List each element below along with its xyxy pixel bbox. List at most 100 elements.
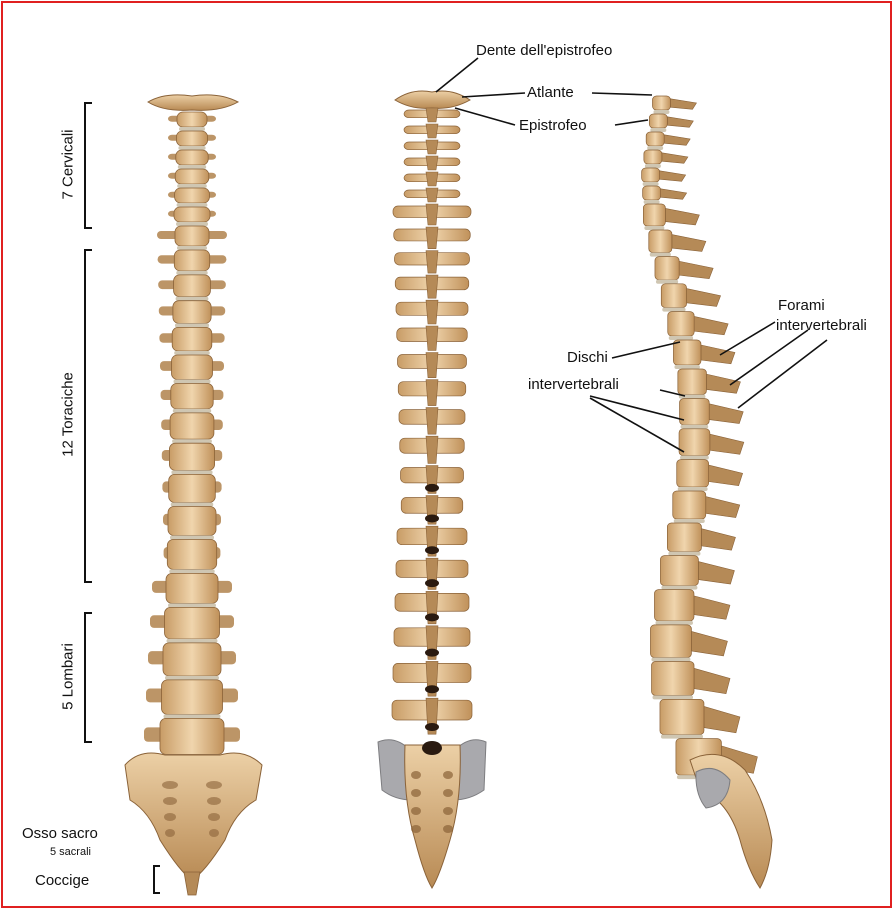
sacral-canal <box>422 741 442 755</box>
vertebral-body <box>169 474 216 502</box>
sacral-foramen <box>411 789 421 797</box>
vertebral-body <box>667 523 701 552</box>
intervertebral-disc <box>176 297 209 301</box>
spinous-process <box>660 171 686 182</box>
spinous-process <box>426 300 438 324</box>
discs-label-line2: intervertebrali <box>528 376 619 393</box>
spinous-process <box>694 316 728 334</box>
intervertebral-disc <box>170 536 214 540</box>
sacrum-sublabel: 5 sacrali <box>50 846 91 859</box>
intervertebral-disc <box>655 621 693 625</box>
axis-leader-left <box>455 108 515 125</box>
axis-label: Epistrofeo <box>519 117 587 134</box>
sacral-foramen <box>443 825 453 833</box>
intervertebral-disc <box>643 182 659 186</box>
intervertebral-disc <box>662 308 685 312</box>
intervertebral-disc <box>674 519 705 523</box>
vertebral-body <box>680 399 710 425</box>
vertebral-body <box>649 230 672 253</box>
vertebral-body <box>174 207 210 222</box>
sacral-foramen <box>411 825 421 833</box>
intervertebral-disc <box>669 336 693 340</box>
intervertebral-disc <box>650 253 671 257</box>
intervertebral-disc <box>167 639 218 643</box>
intervertebral-disc <box>171 503 214 507</box>
vertebral-body <box>660 699 704 734</box>
intervertebral-disc <box>651 658 690 662</box>
spinous-process <box>694 596 730 619</box>
vertebral-body <box>175 169 209 184</box>
spinous-process <box>426 275 438 298</box>
dens-leader <box>436 58 478 92</box>
spinous-process <box>698 562 734 585</box>
vertebral-body <box>642 168 660 182</box>
vertebral-body <box>652 662 695 696</box>
vertebral-body <box>678 369 707 395</box>
intervertebral-disc <box>179 127 205 131</box>
interlaminar-space <box>425 685 439 693</box>
vertebral-body <box>175 226 209 246</box>
atlas-leader-right <box>592 93 652 95</box>
axis-leader-right <box>615 120 648 125</box>
intervertebral-disc <box>645 164 661 168</box>
vertebral-body <box>175 188 210 203</box>
vertebral-body <box>177 112 207 127</box>
intervertebral-disc <box>656 280 678 284</box>
atlas-vertebra <box>148 95 238 110</box>
intervertebral-disc <box>678 487 708 491</box>
intervertebral-disc <box>173 409 211 413</box>
vertebral-body <box>172 355 213 380</box>
sacrum <box>405 745 461 888</box>
spinous-process <box>426 140 438 154</box>
spinous-process <box>426 436 438 463</box>
intervertebral-disc <box>668 552 700 556</box>
spinous-process <box>426 172 438 186</box>
sacral-foramen <box>411 807 421 815</box>
spine-posterior-view <box>378 91 486 888</box>
lumbar-label: 5 Lombari <box>60 627 77 727</box>
intervertebral-disc <box>647 146 663 150</box>
vertebral-body <box>174 250 209 271</box>
disc-leader-3 <box>590 396 684 420</box>
interlaminar-space <box>425 484 439 492</box>
spinous-process <box>709 404 743 424</box>
vertebral-body <box>646 132 664 146</box>
intervertebral-disc <box>661 586 697 590</box>
vertebral-body <box>172 327 212 351</box>
sacral-foramen <box>443 771 453 779</box>
foramen-leader-3 <box>738 340 827 408</box>
lumbar-bracket <box>85 613 92 742</box>
spinous-process <box>706 497 740 518</box>
spine-lateral-view <box>642 96 772 888</box>
vertebral-body <box>162 680 223 715</box>
vertebral-body <box>677 460 709 487</box>
spinous-process <box>701 345 735 364</box>
vertebral-body <box>163 643 221 676</box>
spinous-process <box>679 261 713 278</box>
discs-label-line1: Dischi <box>567 349 608 366</box>
interlaminar-space <box>425 649 439 657</box>
foramina-label-line2: intervertebrali <box>776 317 867 334</box>
sacral-foramen <box>163 797 177 805</box>
spinous-process <box>426 380 438 406</box>
intervertebral-disc <box>176 271 207 275</box>
intervertebral-disc <box>172 439 212 443</box>
sacral-foramen <box>165 829 175 837</box>
foramina-label-line1: Forami <box>778 297 825 314</box>
vertebral-body <box>174 275 211 297</box>
vertebral-body <box>643 204 665 226</box>
coccyx-bracket <box>154 866 160 893</box>
vertebral-body <box>673 491 706 519</box>
sacral-foramen <box>443 789 453 797</box>
spinous-process <box>664 135 690 146</box>
intervertebral-disc <box>178 165 206 169</box>
cervical-bracket <box>85 103 92 228</box>
spinous-process <box>672 235 706 252</box>
intervertebral-disc <box>175 323 209 327</box>
spinous-process <box>670 99 696 110</box>
dens-label: Dente dell'epistrofeo <box>476 42 612 59</box>
vertebral-body <box>649 114 667 128</box>
vertebral-body <box>167 540 216 570</box>
vertebral-body <box>170 413 214 439</box>
interlaminar-space <box>425 613 439 621</box>
